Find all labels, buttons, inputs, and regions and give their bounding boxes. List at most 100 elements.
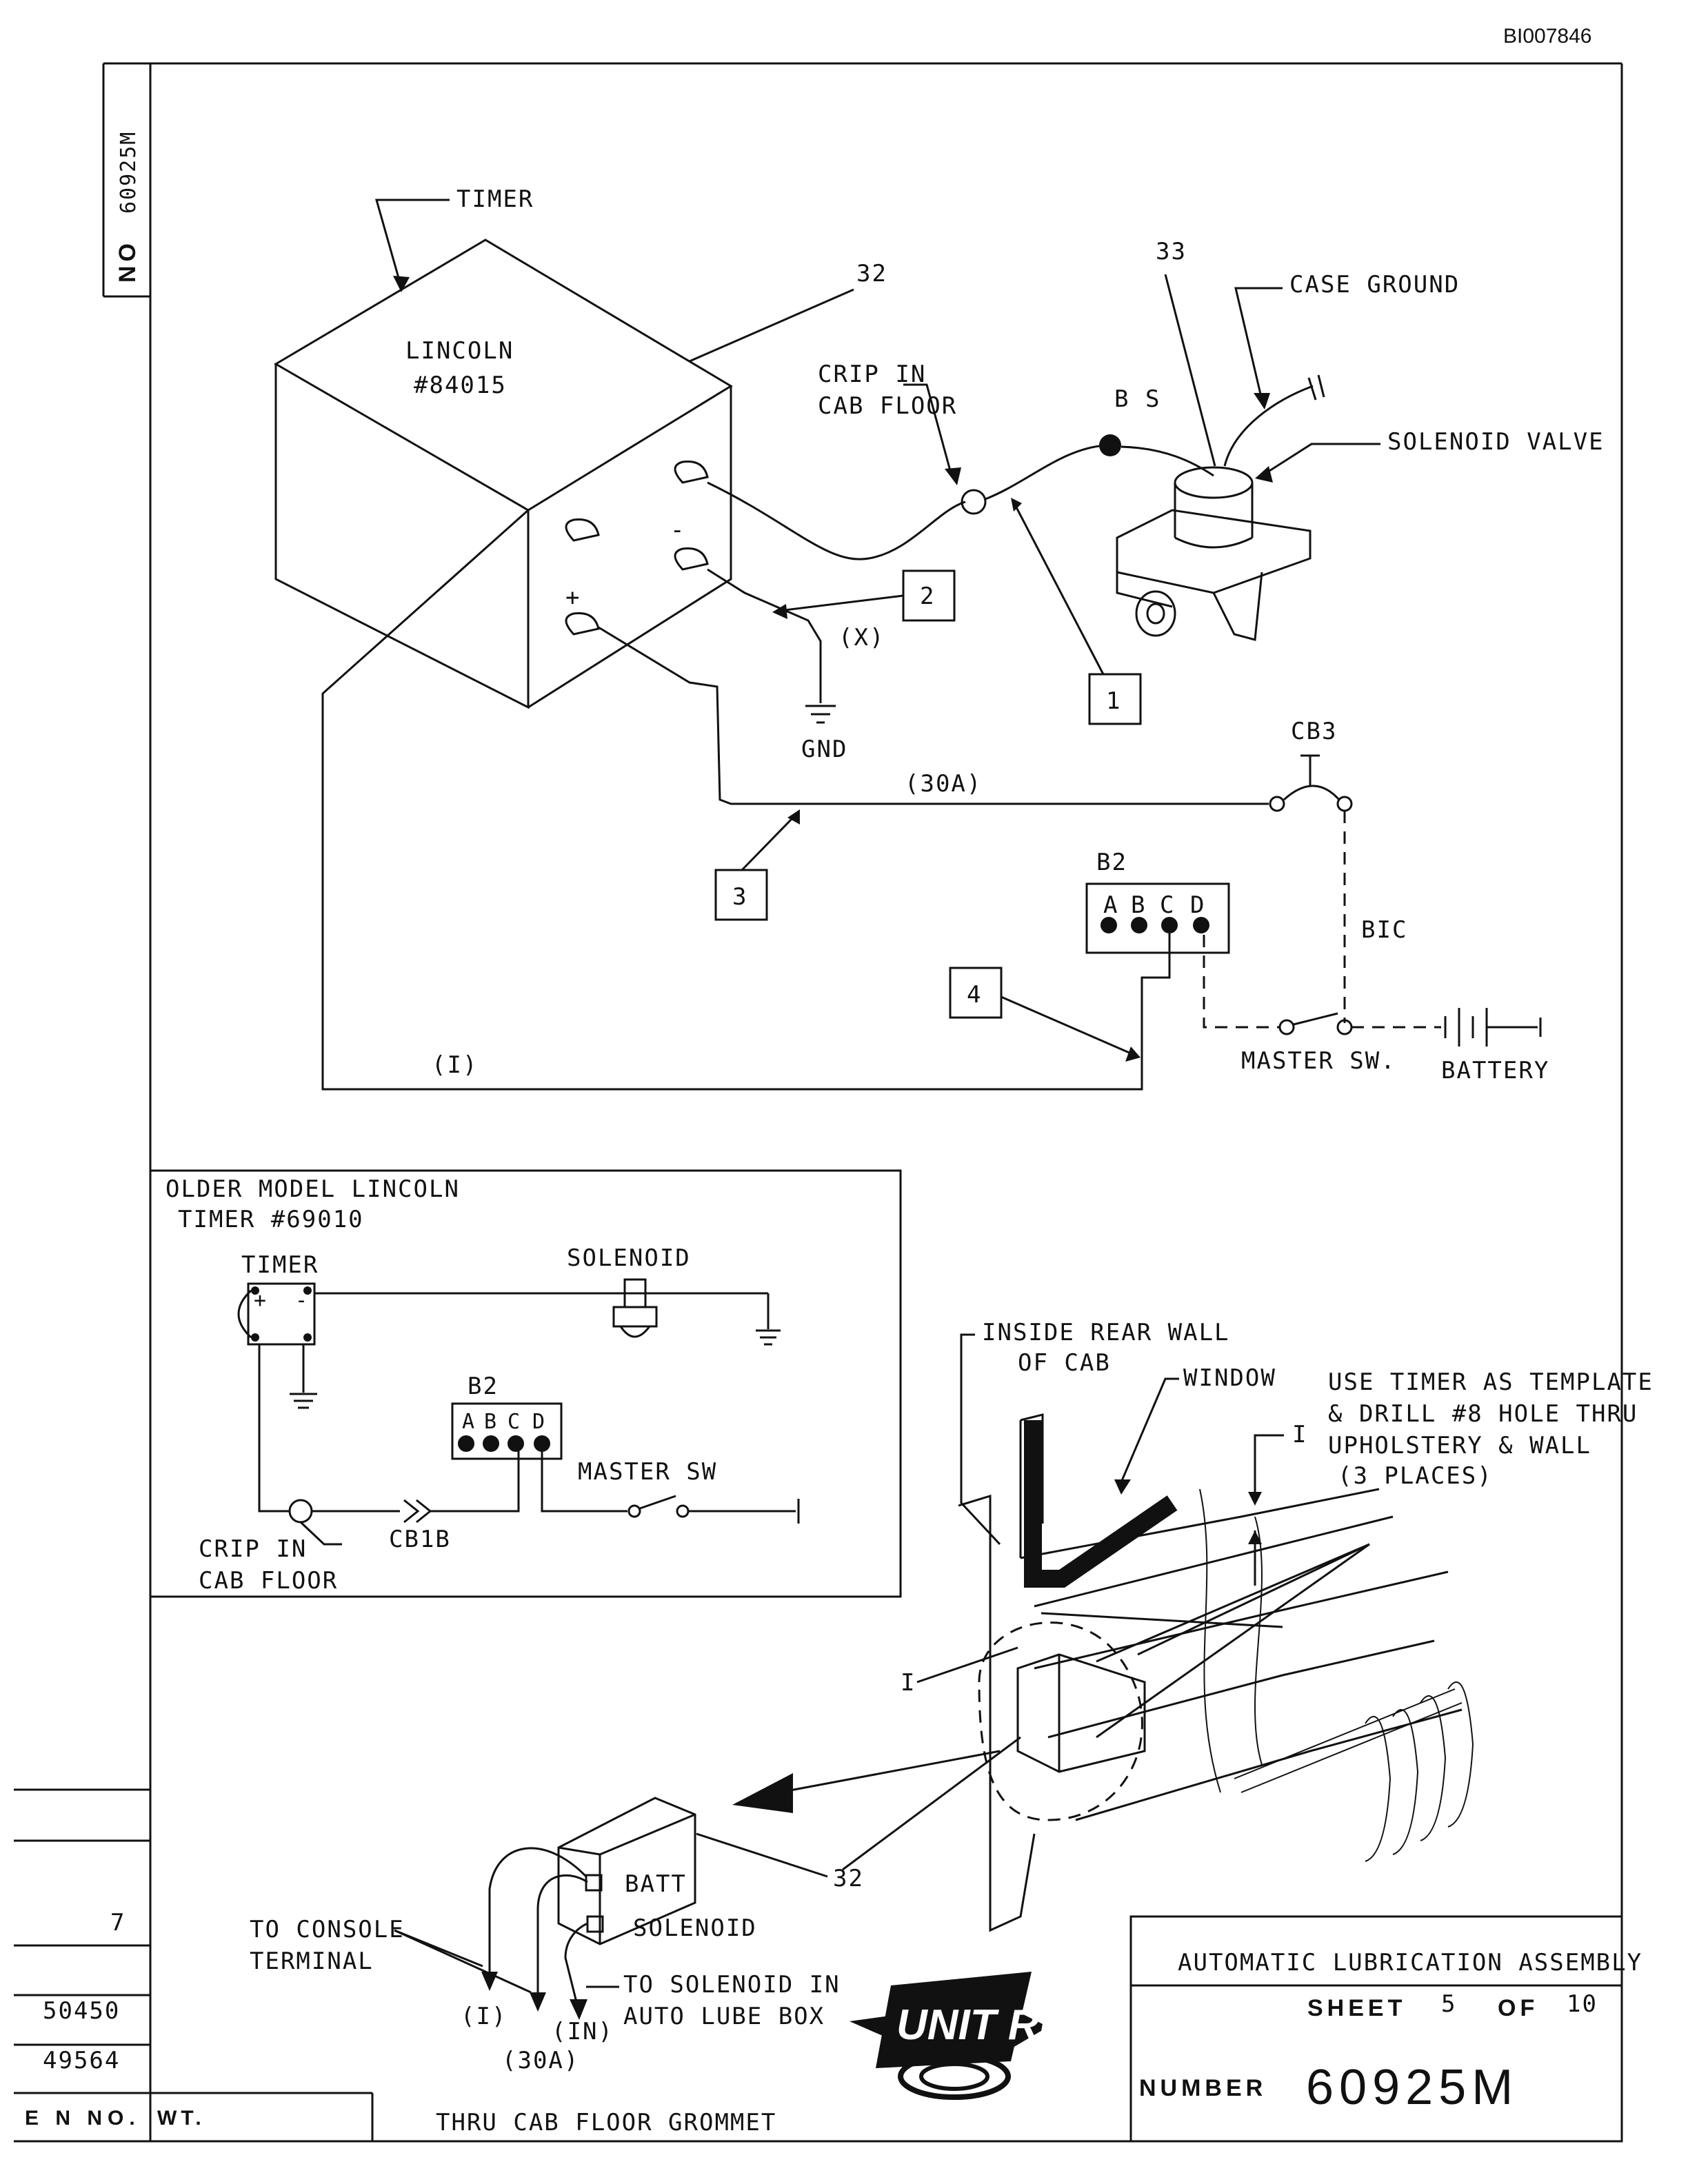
logo-text: UNIT RIG [896, 2001, 1084, 2049]
drawing-border [102, 62, 1623, 2143]
detail-arrow-head [732, 1773, 793, 1813]
template-note-1: USE TIMER AS TEMPLATE [1328, 1368, 1654, 1396]
main-wiring-diagram: LINCOLN #84015 TIMER 32 - + CRIP IN CAB … [274, 185, 1605, 1091]
older-timer-plus: + [254, 1288, 268, 1313]
crip-connector [961, 489, 987, 515]
older-b2-pin-c: C [508, 1410, 521, 1434]
to-console-1: TO CONSOLE [250, 1916, 405, 1943]
en-number-2: 49564 [43, 2047, 120, 2074]
older-master-sw-label: MASTER SW [578, 1458, 717, 1486]
callout-4: 4 [967, 981, 982, 1009]
older-timer-label: TIMER [241, 1251, 319, 1279]
case-ground-label: CASE GROUND [1289, 271, 1460, 299]
crip-label-2: CAB FLOOR [818, 392, 957, 420]
side-drawing-number: NO 60925M [114, 131, 141, 283]
sheet-number: 5 [1441, 1990, 1456, 2018]
to-solenoid-1: TO SOLENOID IN [623, 1971, 841, 1999]
side-number-label: NO [114, 239, 141, 283]
older-model-inset: OLDER MODEL LINCOLN TIMER #69010 TIMER S… [149, 1169, 902, 1598]
battery-label: BATTERY [1441, 1057, 1549, 1084]
timer-label: TIMER [456, 185, 534, 213]
installation-detail: INSIDE REAR WALL OF CAB WINDOW USE TIMER… [901, 1319, 1654, 1932]
rev-mark: 7 [110, 1909, 125, 1937]
terminal-top [674, 460, 709, 484]
ref-32: 32 [856, 260, 887, 287]
callout-box-3 [714, 869, 768, 921]
template-note-2: & DRILL #8 HOLE THRU [1328, 1400, 1638, 1428]
callout-3: 3 [732, 883, 747, 911]
dim-i-top: I [1292, 1421, 1307, 1448]
older-b2-block [451, 1402, 563, 1460]
older-solenoid-label: SOLENOID [567, 1244, 691, 1272]
b2-pin-b: B [1131, 891, 1146, 919]
to-console-2: TERMINAL [250, 1948, 374, 1975]
sheet-label: SHEET [1307, 1995, 1406, 2021]
title-text: AUTOMATIC LUBRICATION ASSEMBLY [1178, 1949, 1642, 1976]
en-number-1: 50450 [43, 1997, 120, 2025]
of-label: OF [1498, 1995, 1538, 2021]
x-label: (X) [838, 624, 885, 651]
callout-box-4 [949, 967, 1003, 1019]
drawing-number: 60925M [1306, 2060, 1518, 2115]
number-label: NUMBER [1139, 2075, 1267, 2101]
b2-block [1085, 882, 1230, 954]
lead-in: (IN) [552, 2018, 614, 2045]
bic-label: BIC [1361, 916, 1407, 944]
amp-30-label: (30A) [905, 770, 982, 798]
detail-batt: BATT [625, 1870, 687, 1898]
grommet-label: THRU CAB FLOOR GROMMET [436, 2109, 776, 2136]
side-number: 60925M [117, 131, 141, 214]
bs-label: B S [1114, 385, 1160, 413]
older-crip-label-2: CAB FLOOR [199, 1567, 338, 1595]
to-solenoid-2: AUTO LUBE BOX [623, 2003, 825, 2030]
b2-pin-c: C [1160, 891, 1175, 919]
older-b2-pin-b: B [484, 1410, 498, 1434]
terminal-minus [674, 547, 709, 571]
b2-label: B2 [1096, 849, 1127, 876]
timer-box [274, 239, 733, 709]
callout-2: 2 [920, 583, 935, 610]
timer-model: #84015 [414, 372, 507, 399]
en-no-label: E N NO. [25, 2107, 141, 2130]
master-sw-label: MASTER SW. [1241, 1047, 1396, 1075]
solenoid-valve [1116, 466, 1312, 641]
gnd-label: GND [801, 736, 847, 763]
loop-i-label: (I) [432, 1051, 478, 1079]
crip-label-1: CRIP IN [818, 361, 926, 388]
wt-label: WT. [157, 2107, 205, 2130]
detail-arrow [778, 1750, 1001, 1794]
older-model-frame [149, 1169, 902, 1598]
unit-rig-logo: UNIT RIG [850, 1972, 1084, 2100]
title-block [1129, 1915, 1623, 2143]
callout-1: 1 [1106, 687, 1121, 715]
older-crip-label-1: CRIP IN [199, 1535, 307, 1563]
ref-33: 33 [1156, 238, 1187, 265]
older-title-1: OLDER MODEL LINCOLN [165, 1175, 460, 1203]
bs-connector [1099, 434, 1121, 456]
terminal-plus-label: + [565, 584, 581, 611]
timer-terminal-detail [481, 1797, 696, 2020]
older-timer-minus: - [295, 1288, 309, 1313]
inside-rear-wall-1: INSIDE REAR WALL [982, 1319, 1230, 1346]
older-cb1b-label: CB1B [389, 1526, 451, 1553]
template-note-3: UPHOLSTERY & WALL [1328, 1432, 1591, 1459]
detail-ref-32: 32 [833, 1865, 864, 1892]
revision-block [14, 1788, 374, 2143]
lead-30a: (30A) [502, 2047, 579, 2074]
terminal-plus [565, 611, 600, 636]
inside-rear-wall-2: OF CAB [1018, 1349, 1111, 1377]
terminal-left [565, 518, 600, 542]
solenoid-valve-label: SOLENOID VALVE [1387, 428, 1605, 456]
b2-pin-d: D [1190, 891, 1205, 919]
detail-solenoid: SOLENOID [633, 1914, 757, 1942]
b2-pin-a: A [1103, 891, 1118, 919]
older-title-2: TIMER #69010 [178, 1206, 364, 1233]
dim-i-left: I [901, 1669, 916, 1697]
template-note-4: (3 PLACES) [1338, 1462, 1493, 1490]
older-b2-pin-a: A [462, 1410, 476, 1434]
older-b2-label: B2 [468, 1373, 499, 1400]
sheet-total: 10 [1567, 1990, 1598, 2018]
callout-box-1 [1088, 673, 1142, 725]
older-b2-pin-d: D [532, 1410, 546, 1434]
